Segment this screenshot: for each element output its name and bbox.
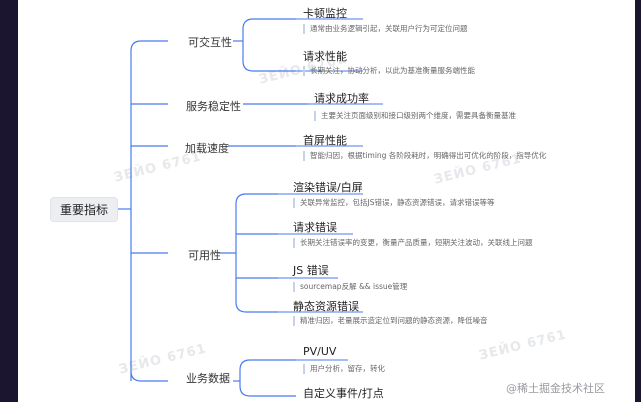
- connector: [130, 40, 168, 52]
- category-load-speed: 加载速度: [185, 142, 229, 155]
- item-note: 长期关注错误率的变更，衡量产品质量，短期关注波动，关联线上问题: [293, 238, 533, 248]
- category-stability: 服务稳定性: [186, 100, 241, 113]
- connector: [235, 301, 278, 313]
- category-availability: 可用性: [188, 249, 221, 262]
- category-business-data: 业务数据: [186, 372, 230, 385]
- item-title: 卡顿监控: [303, 7, 347, 20]
- item-note: 长期关注，协动分析，以此为基准衡量服务端性能: [303, 66, 475, 76]
- connector: [239, 359, 296, 371]
- item-note: 通常由业务逻辑引起，关联用户行为可定位问题: [303, 24, 468, 34]
- connector: [239, 385, 296, 397]
- connector: [130, 370, 168, 382]
- item-title: 自定义事件/打点: [303, 387, 384, 400]
- mindmap-canvas: ЗЕЙО 6761 ЗЕЙО 6761 ЗЕЙО 6761 ЗЕЙО 6761 …: [18, 0, 635, 402]
- item-title: 请求性能: [303, 50, 347, 63]
- connector: [235, 193, 278, 205]
- item-note: sourcemap反解 && issue管理: [293, 282, 407, 292]
- item-note: 用户分析，留存，转化: [303, 364, 385, 374]
- connector-lines: [118, 18, 383, 397]
- item-title: 请求错误: [293, 221, 337, 234]
- item-title: 请求成功率: [314, 92, 369, 105]
- site-watermark: @稀土掘金技术社区: [506, 382, 605, 395]
- item-note: 主要关注页面级别和接口级别两个维度，需要具备衡量基准: [314, 111, 516, 121]
- connector: [242, 60, 296, 72]
- item-note: 关联异常监控，包括JS错误，静态资源错误，请求错误等等: [293, 198, 494, 208]
- item-title: JS 错误: [293, 264, 329, 277]
- item-title: 静态资源错误: [293, 300, 359, 313]
- item-note: 智能归因，根据timing 各阶段耗时，明确得出可优化的阶段，指导优化: [303, 151, 546, 161]
- root-node: 重要指标: [50, 197, 118, 222]
- item-title: 首屏性能: [303, 134, 347, 147]
- item-note: 精准归因，老量展示造定位到问题的静态资源，降低噪音: [293, 316, 488, 326]
- category-interactivity: 可交互性: [188, 36, 232, 49]
- item-title: PV/UV: [303, 345, 337, 358]
- connector: [242, 18, 296, 30]
- item-title: 渲染错误/白屏: [293, 181, 363, 194]
